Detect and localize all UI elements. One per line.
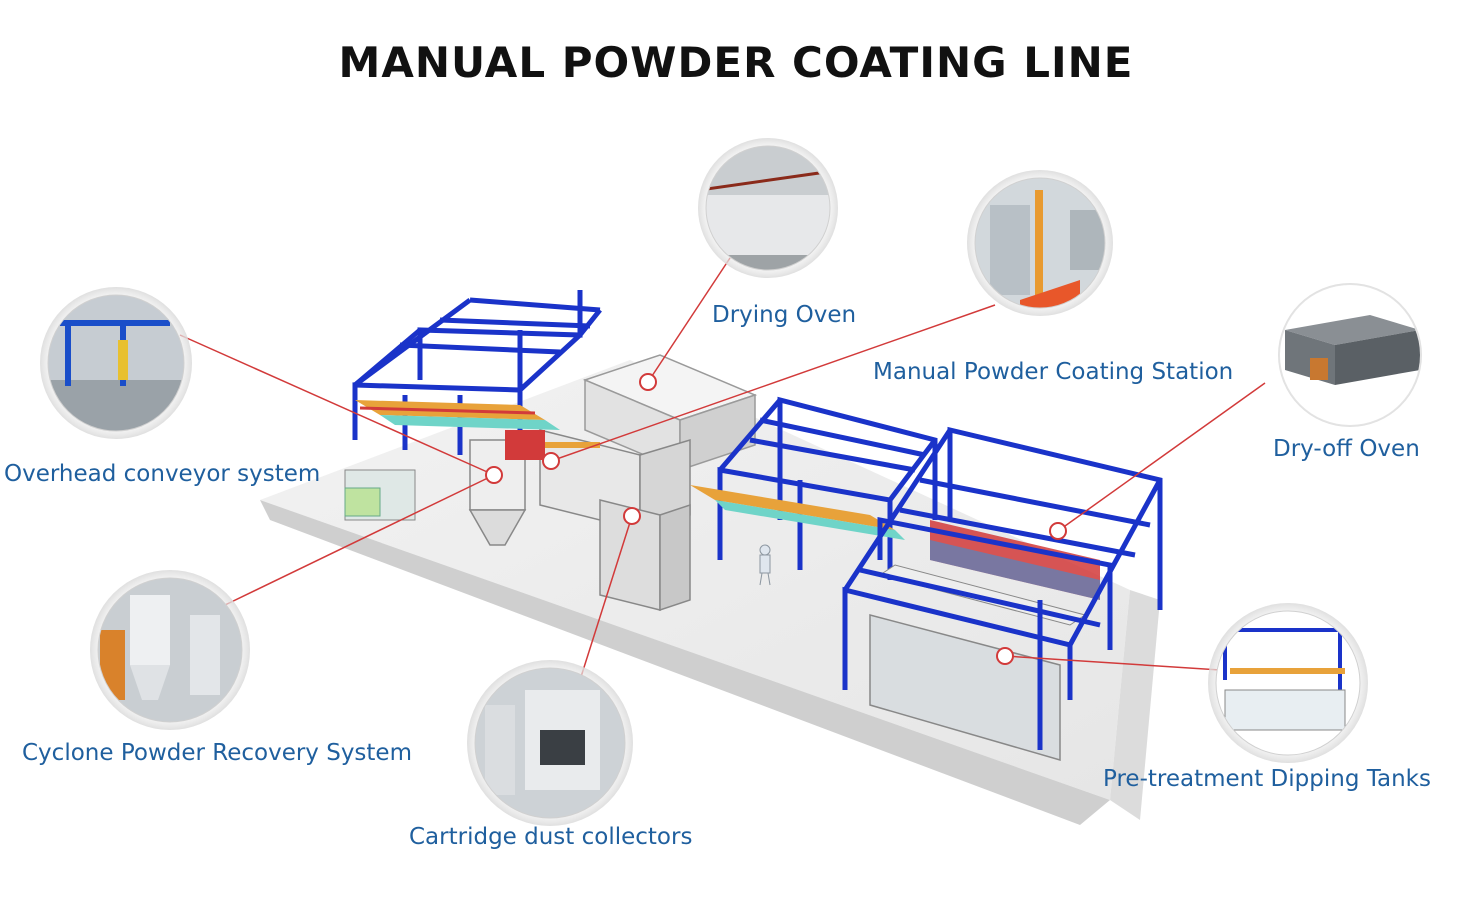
callout-markers <box>485 373 1067 665</box>
label-pre-treatment-dipping-tanks: Pre-treatment Dipping Tanks <box>1103 766 1431 792</box>
parts-cart <box>344 469 416 521</box>
leader-lines <box>179 257 1266 681</box>
middle-conveyor-frames <box>717 396 938 580</box>
dry-off-oven-photo <box>1278 283 1422 427</box>
label-overhead-conveyor-system: Overhead conveyor system <box>4 461 321 487</box>
conveyor-rails-left <box>355 400 560 430</box>
label-manual-powder-coating-station: Manual Powder Coating Station <box>873 359 1234 385</box>
cyclone-recovery-photo <box>90 570 250 730</box>
label-cartridge-dust-collectors: Cartridge dust collectors <box>409 824 693 850</box>
cartridge-collector-photo <box>467 660 633 826</box>
coating-booth-structure <box>468 429 691 612</box>
pretreatment-tanks-photo <box>1208 603 1368 763</box>
overhead-conveyor-photo <box>40 287 192 439</box>
page-title: MANUAL POWDER COATING LINE <box>338 38 1134 87</box>
label-drying-oven: Drying Oven <box>712 302 857 328</box>
pretreatment-frames <box>842 426 1163 750</box>
label-dry-off-oven: Dry-off Oven <box>1273 436 1420 462</box>
drying-oven-photo <box>698 138 838 278</box>
manual-coating-station-photo <box>967 170 1113 316</box>
operator-figure <box>759 544 771 586</box>
label-cyclone-powder-recovery-system: Cyclone Powder Recovery System <box>22 740 412 766</box>
conveyor-rails-middle <box>690 485 905 540</box>
